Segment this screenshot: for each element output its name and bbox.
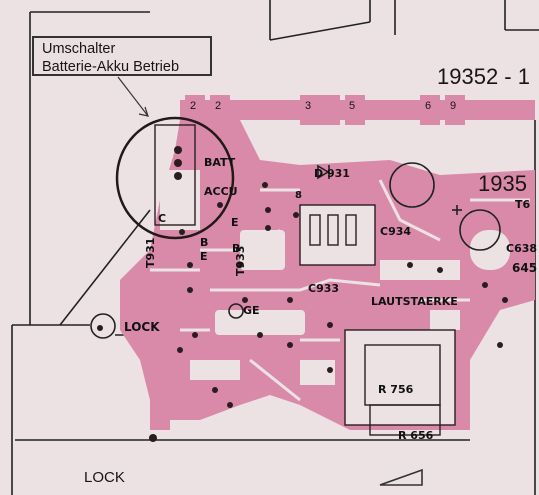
label-t6: T6	[515, 198, 531, 211]
pin-label: 9	[450, 100, 456, 112]
label-c934: C934	[380, 225, 411, 238]
pin-label: 2	[190, 100, 196, 112]
pin-label: 2	[215, 100, 221, 112]
pin-label: 5	[349, 100, 355, 112]
pcb-labels: BATT ACCU D 931 C934 C933 C638 645 T931 …	[84, 156, 537, 486]
label-r656: R 656	[398, 429, 434, 442]
label-batt: BATT	[204, 156, 236, 169]
label-accu: ACCU	[204, 185, 238, 198]
label-c: C	[158, 212, 166, 225]
label-ge: GE	[243, 304, 260, 317]
label-t931: T931	[144, 238, 157, 268]
label-d931: D 931	[314, 167, 350, 180]
label-r756: R 756	[378, 383, 414, 396]
label-lautstaerke: LAUTSTAERKE	[371, 295, 458, 308]
annotation-line-2: Batterie-Akku Betrieb	[42, 59, 180, 75]
label-t933: T933	[234, 246, 247, 276]
capacitors	[90, 162, 501, 339]
callout-arrow	[117, 76, 149, 117]
trace-lines	[150, 179, 530, 402]
board-number-secondary: 1935	[478, 171, 527, 196]
label-b: B	[232, 242, 240, 255]
label-lock-bottom: LOCK	[84, 469, 125, 486]
label-lock-mid: LOCK	[124, 320, 160, 334]
pin-label: 3	[305, 100, 311, 112]
label-c638: C638	[506, 242, 537, 255]
pin-label: 6	[425, 100, 431, 112]
component-outlines	[154, 124, 456, 436]
label-e: E	[200, 250, 208, 263]
label-e: E	[231, 216, 239, 229]
label-645: 645	[512, 261, 537, 275]
volume-slider-symbol	[379, 468, 423, 486]
connector-pins: 2 2 3 5 6 9	[190, 100, 456, 112]
label-b: B	[200, 236, 208, 249]
diode-d931	[317, 164, 330, 180]
switch-highlight-circle	[115, 116, 235, 240]
switch-annotation-box: Umschalter Batterie-Akku Betrieb	[32, 36, 212, 76]
solder-pads	[97, 146, 508, 442]
label-c933: C933	[308, 282, 339, 295]
label-8: 8	[295, 190, 302, 201]
board-number-main: 19352 - 1	[437, 64, 530, 89]
annotation-line-1: Umschalter	[42, 41, 116, 57]
